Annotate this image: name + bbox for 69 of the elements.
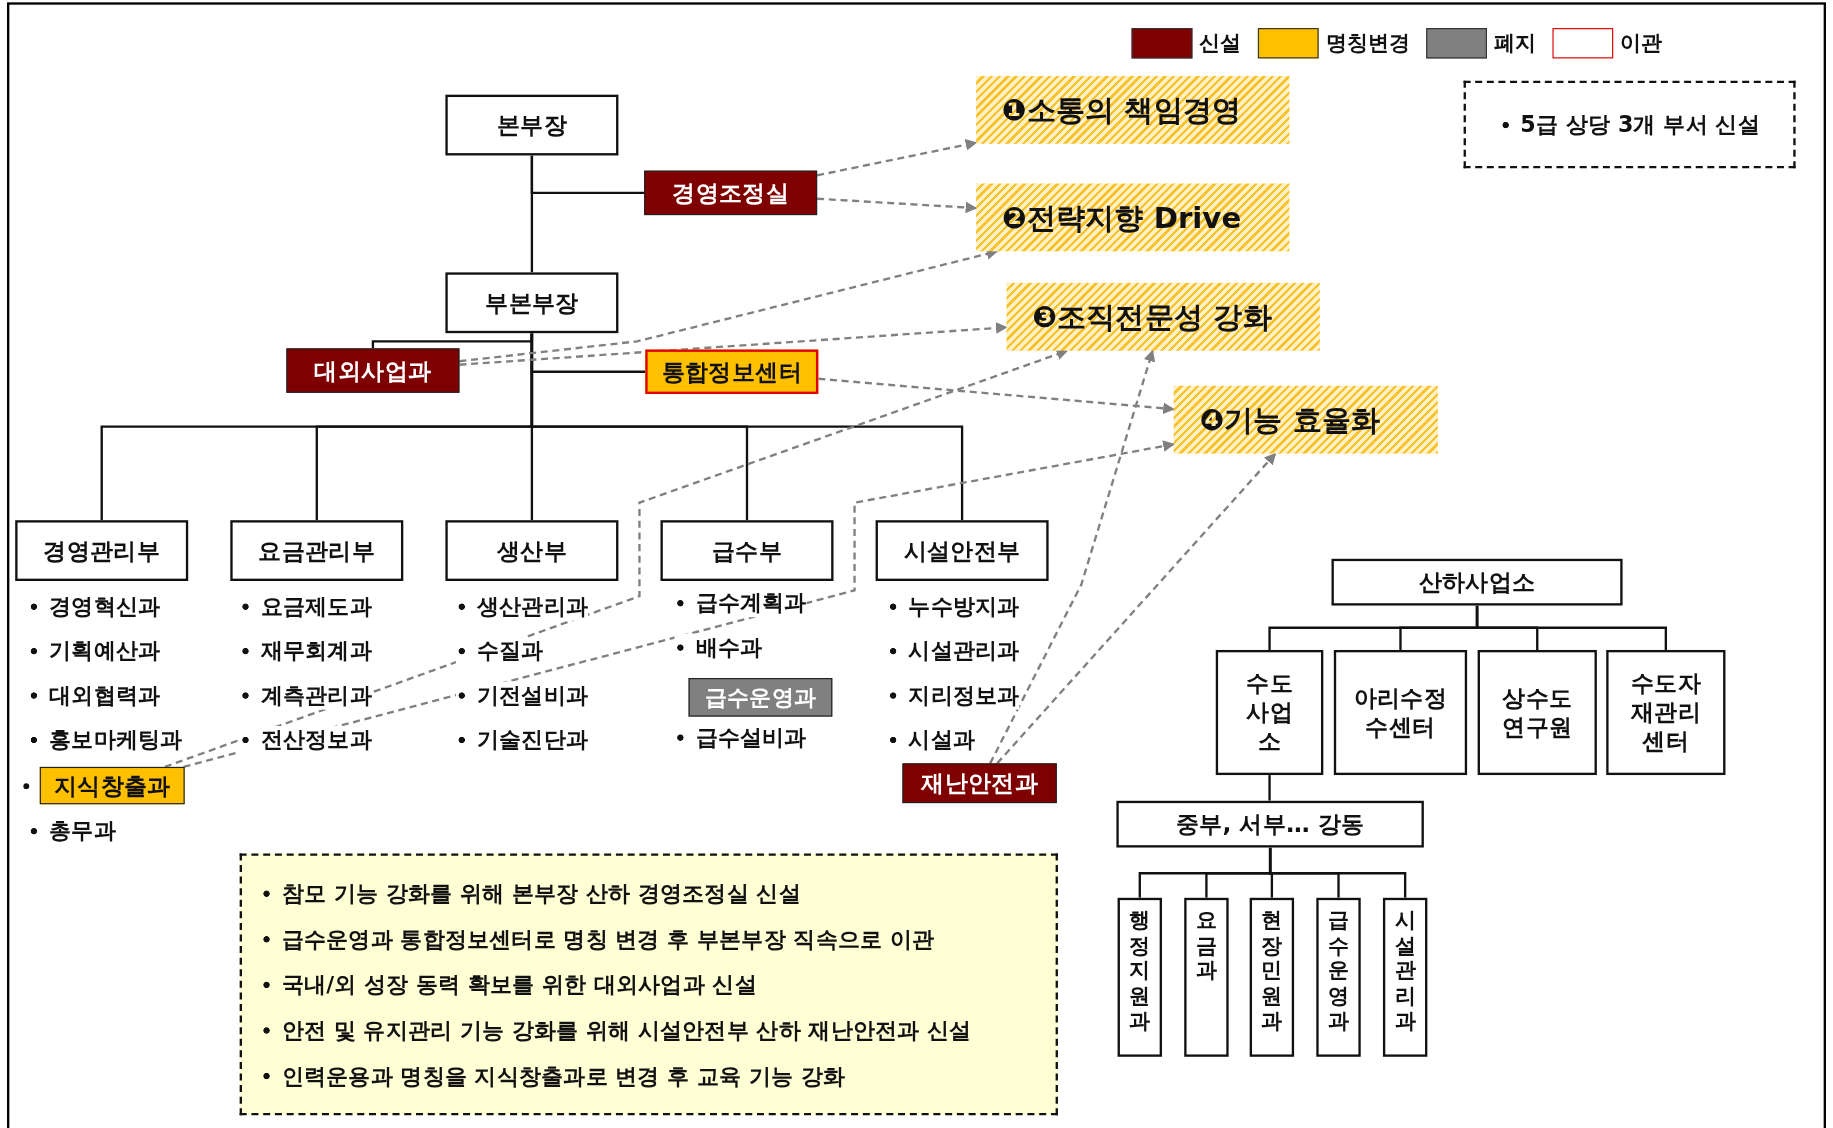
unit-name: 재난안전과 [921, 767, 1039, 799]
unit-name: 상수도연구원 [1501, 683, 1574, 742]
org-box [445, 94, 619, 156]
unit-name: 지식창출과 [53, 769, 171, 801]
unit-name: 급수부 [711, 535, 783, 567]
unit-list-item: 배수과 [674, 633, 763, 662]
org-box [1606, 649, 1726, 776]
org-box [1333, 649, 1468, 776]
department-box [15, 520, 189, 581]
new-unit-box [902, 763, 1057, 804]
note-box [1463, 80, 1796, 169]
unit-name: 아리수정수센터 [1352, 683, 1449, 742]
dashed-arrow [818, 377, 1175, 415]
department-box [660, 520, 834, 581]
new-unit-box [644, 170, 818, 216]
unit-name: 수도자재관리센터 [1629, 668, 1702, 757]
unit-list-item: 전산정보과 [239, 725, 372, 754]
unit-name: 대외사업과 [314, 354, 432, 386]
org-line [1268, 847, 1407, 898]
legend-label: 신설 [1199, 29, 1242, 57]
unit-name: 요금관리부 [258, 535, 376, 567]
legend-label: 명칭변경 [1325, 29, 1410, 57]
unit-name: 시설안전부 [903, 535, 1021, 567]
unit-name: 수도사업소 [1245, 668, 1294, 757]
dashed-arrow [989, 349, 1156, 764]
abolished-unit-box [688, 678, 833, 717]
unit-name: 경영조정실 [672, 177, 790, 209]
new-unit-box [286, 348, 460, 393]
org-line [1475, 605, 1667, 650]
unit-name: 통합정보센터 [661, 356, 802, 388]
dashed-arrow [996, 452, 1277, 765]
unit-name: 시설관리과 [1393, 907, 1417, 1034]
org-line [530, 333, 964, 521]
org-line [530, 155, 645, 195]
unit-name: 급수운영과 [704, 682, 816, 711]
unit-name: 급수운영과 [1327, 907, 1351, 1034]
department-box [875, 520, 1049, 581]
org-box [1477, 649, 1597, 776]
dashed-arrow [817, 197, 978, 214]
dashed-arrow [459, 322, 1008, 366]
section-box [1117, 897, 1162, 1057]
unit-name: 산하사업소 [1418, 566, 1536, 598]
org-box [1331, 558, 1623, 606]
org-box [1116, 800, 1424, 848]
unit-name: 행정지원과 [1128, 907, 1152, 1034]
department-box [230, 520, 404, 581]
dashed-arrow [816, 139, 978, 177]
legend-label: 폐지 [1494, 29, 1537, 57]
renamed-unit-box [645, 349, 819, 394]
section-box [1382, 897, 1428, 1057]
unit-name: 생산부 [496, 535, 567, 567]
renamed-unit-box [39, 766, 185, 805]
section-box [1249, 897, 1295, 1057]
unit-name: 현장민원과 [1260, 907, 1284, 1034]
section-box [1316, 897, 1361, 1057]
unit-list-item: 기전설비과 [455, 681, 588, 710]
section-box [1184, 897, 1229, 1057]
unit-list-item: 수질과 [455, 637, 544, 666]
org-box [445, 272, 619, 334]
org-line [1268, 775, 1271, 801]
unit-name: 요금과 [1194, 907, 1218, 983]
legend-label: 이관 [1620, 29, 1663, 57]
org-box [1215, 649, 1324, 776]
unit-name: 경영관리부 [43, 535, 161, 567]
unit-name: 본부장 [496, 109, 567, 141]
unit-name: 부본부장 [485, 287, 579, 319]
note-box [239, 853, 1058, 1116]
department-box [445, 520, 619, 581]
unit-name: 중부, 서부… 강동 [1175, 808, 1365, 840]
